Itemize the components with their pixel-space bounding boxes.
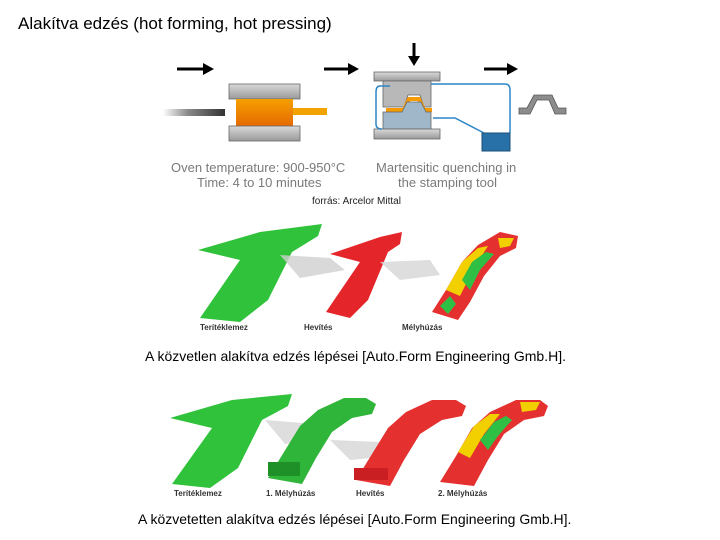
oven — [228, 83, 327, 142]
process-arrow-3 — [484, 63, 518, 75]
formed-part — [518, 94, 567, 115]
direct-stage-label-3: Mélyhúzás — [402, 323, 443, 332]
deep-drawn-part — [432, 232, 518, 320]
indirect-forming-illustration — [170, 394, 548, 488]
oven-time-label: Time: 4 to 10 minutes — [197, 175, 322, 190]
indirect-caption: A közvetetten alakítva edzés lépései [Au… — [138, 511, 572, 527]
source-label: forrás: Arcelor Mittal — [312, 196, 401, 207]
indirect-stage-label-3: Hevítés — [356, 489, 385, 498]
indirect-stage-label-1: Terítéklemez — [174, 489, 222, 498]
red-heated-blank — [326, 232, 402, 318]
direct-forming-illustration — [198, 224, 518, 322]
press-down-arrow — [408, 43, 420, 66]
first-deep-drawn-part — [268, 398, 376, 484]
second-deep-drawn-part — [440, 400, 548, 486]
process-arrow-1 — [177, 63, 214, 75]
heated-part — [354, 400, 466, 486]
direct-stage-label-2: Hevítés — [304, 323, 333, 332]
direct-caption: A közvetlen alakítva edzés lépései [Auto… — [145, 348, 566, 364]
quench-label-line1: Martensitic quenching in — [376, 160, 517, 175]
process-arrow-2 — [324, 63, 359, 75]
stamping-tool — [373, 71, 511, 152]
green-blank-1 — [198, 224, 322, 322]
indirect-stage-label-4: 2. Mélyhúzás — [438, 489, 488, 498]
indirect-stage-label-2: 1. Mélyhúzás — [266, 489, 316, 498]
green-blank-2 — [170, 394, 292, 488]
steel-blank — [163, 109, 225, 116]
oven-temperature-label: Oven temperature: 900-950°C — [171, 160, 346, 175]
direct-stage-label-1: Terítéklemez — [200, 323, 248, 332]
hot-forming-process-diagram — [163, 43, 567, 152]
quench-label-line2: the stamping tool — [398, 175, 498, 190]
page-title: Alakítva edzés (hot forming, hot pressin… — [18, 14, 332, 33]
